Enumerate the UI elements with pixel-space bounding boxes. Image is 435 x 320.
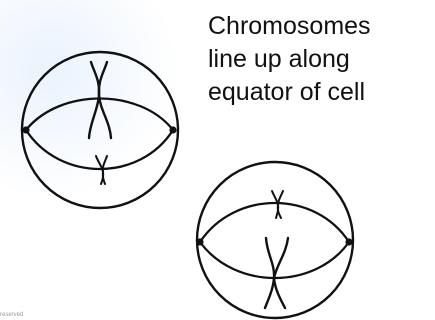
footer-fragment: reserved (0, 312, 24, 318)
caption-line-3: equator of cell (208, 78, 366, 106)
caption-line-2: line up along (208, 45, 350, 73)
cell-1-chromosome-small (95, 155, 108, 185)
cell-2-pole-left (196, 238, 204, 246)
caption-line-1: Chromosomes (208, 12, 371, 40)
cell-2-spindle-upper (198, 202, 351, 244)
cell-2-membrane (195, 160, 355, 320)
cell-2-chromosome-large (263, 236, 290, 310)
cell-1 (20, 50, 180, 210)
cell-2-chromosome-small (271, 190, 284, 219)
cell-1-pole-right (169, 126, 177, 134)
caption: Chromosomes line up along equator of cel… (208, 10, 433, 109)
cell-1-chromosome-large (87, 60, 113, 140)
cell-1-membrane (20, 50, 180, 210)
cell-2 (195, 160, 355, 320)
cell-2-pole-right (345, 238, 353, 246)
cell-1-pole-left (22, 126, 30, 134)
cell-1-spindle-lower (24, 128, 175, 170)
